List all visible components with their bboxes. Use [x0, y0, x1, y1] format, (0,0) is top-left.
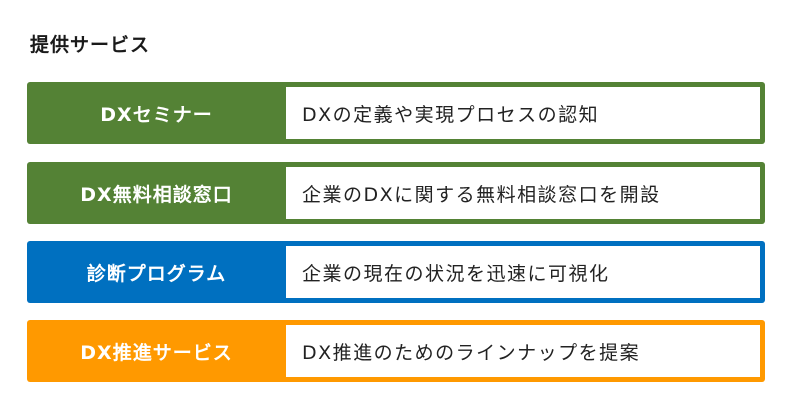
service-description: DXの定義や実現プロセスの認知 — [286, 87, 760, 139]
service-row-dx-promotion: DX推進サービス DX推進のためのラインナップを提案 — [27, 320, 765, 382]
service-description: DX推進のためのラインナップを提案 — [286, 325, 760, 377]
service-name: DX推進サービス — [80, 341, 233, 364]
service-name: DXセミナー — [100, 103, 213, 126]
service-name: DX無料相談窓口 — [80, 183, 233, 206]
section-title: 提供サービス — [30, 34, 151, 56]
service-row-dx-consultation: DX無料相談窓口 企業のDXに関する無料相談窓口を開設 — [27, 162, 765, 224]
service-name: 診断プログラム — [86, 262, 227, 285]
service-description: 企業のDXに関する無料相談窓口を開設 — [286, 167, 760, 219]
service-row-dx-seminar: DXセミナー DXの定義や実現プロセスの認知 — [27, 82, 765, 144]
service-description: 企業の現在の状況を迅速に可視化 — [286, 246, 760, 298]
service-row-diagnosis-program: 診断プログラム 企業の現在の状況を迅速に可視化 — [27, 241, 765, 303]
